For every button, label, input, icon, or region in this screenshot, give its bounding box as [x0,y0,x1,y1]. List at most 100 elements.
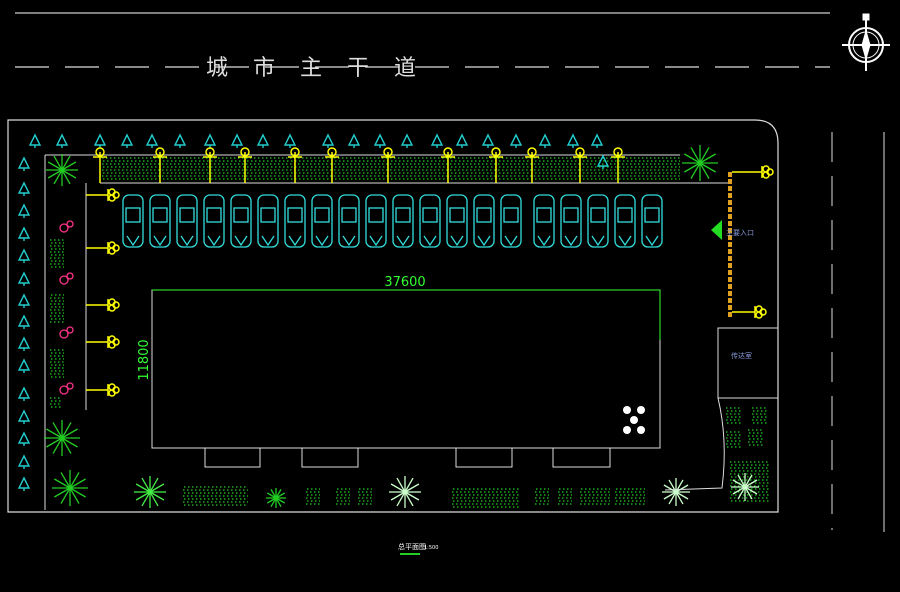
guard-room [717,327,779,399]
hedge [183,486,248,506]
entrance-arrow-icon [711,220,722,240]
conifer-tree-icon [509,133,523,148]
palm-tree-icon [662,478,690,506]
street-lamp-icon [86,335,120,349]
conifer-tree-icon [17,314,31,329]
hedge [50,397,62,408]
conifer-tree-icon [430,133,444,148]
conifer-tree-icon [373,133,387,148]
hedge [580,488,610,505]
conifer-tree-icon [566,133,580,148]
building-height-dimension: 11800 [137,339,152,380]
conifer-tree-icon [321,133,335,148]
conifer-tree-icon [347,133,361,148]
hedges [50,157,770,508]
hedge [50,239,64,268]
white-dot-cluster [623,406,645,434]
street-lamp-icon [238,147,252,183]
palm-tree-icon [46,154,78,186]
car-icon [473,194,495,248]
street-lamp-icon [489,147,503,183]
conifer-tree-icon [28,133,42,148]
street-lamp-icon [525,147,539,183]
flowers [59,220,74,395]
conifer-tree-icon [93,133,107,148]
flower-shrub-icon [59,382,74,395]
conifer-tree-icon [120,133,134,148]
street-lamp-icon [611,147,625,183]
conifer-tree-icon [17,476,31,491]
car-icon [203,194,225,248]
street-lamp-icon [86,298,120,312]
car-icon [338,194,360,248]
conifer-tree-icon [17,203,31,218]
car-icon [230,194,252,248]
hedge [752,407,768,424]
conifer-tree-icon [283,133,297,148]
road-name-char: 城 [206,56,228,81]
conifer-tree-icon [173,133,187,148]
hedge [726,431,742,448]
palm-tree-icon [731,473,759,501]
main-entrance-label: 主要入口 [726,228,754,237]
car-icon [176,194,198,248]
palm-tree-icon [682,145,718,181]
road-name-char: 市 [253,56,275,81]
guard-room-label: 传达室 [731,351,752,360]
car-icon [587,194,609,248]
building-outline [151,289,661,449]
hedge [535,488,549,505]
road-name: 城市主干道 [206,56,416,81]
north-arrow-compass-icon [842,13,890,71]
road-name-char: 主 [300,56,322,81]
palm-tree-icon [52,470,88,506]
conifer-tree-icon [17,431,31,446]
palms [44,145,759,508]
conifer-tree-icon [17,386,31,401]
car-icon [365,194,387,248]
car-icon [419,194,441,248]
car-icon [149,194,171,248]
hedge [102,157,680,180]
hedge [558,488,572,505]
car-icon [560,194,582,248]
conifer-tree-icon [17,336,31,351]
car-icon [446,194,468,248]
hedge [730,461,770,502]
conifer-tree-icon [256,133,270,148]
palm-tree-icon [44,420,80,456]
conifer-tree-icon [17,271,31,286]
street-lamp-icon [86,383,120,397]
street-lamp-icon [93,147,107,183]
street-lamp-icon [573,147,587,183]
car-icon [641,194,663,248]
street-lamp-icon [732,305,767,319]
conifer-tree-icon [596,154,610,169]
flower-shrub-icon [59,272,74,285]
street-lamp-icon [153,147,167,183]
hedge [50,294,64,323]
conifer-tree-icon [400,133,414,148]
driveway-curve [664,397,725,491]
conifer-tree-icon [481,133,495,148]
car-icon [257,194,279,248]
conifer-tree-icon [17,248,31,263]
road-name-char: 道 [394,56,416,81]
car-icon [284,194,306,248]
street-lamp-icon [86,241,120,255]
car-icon [614,194,636,248]
drawing-scale: 1:500 [424,545,438,551]
palm-tree-icon [134,476,166,508]
conifer-tree-icon [17,156,31,171]
conifer-tree-icon [145,133,159,148]
road-name-char: 干 [347,56,369,81]
street-lamp-icon [325,147,339,183]
conifer-tree-icon [17,181,31,196]
street-lamp-icon [86,188,120,202]
drawing-title: 总平面图 [398,542,426,551]
conifer-tree-icon [590,133,604,148]
conifer-tree-icon [203,133,217,148]
flower-shrub-icon [59,220,74,233]
